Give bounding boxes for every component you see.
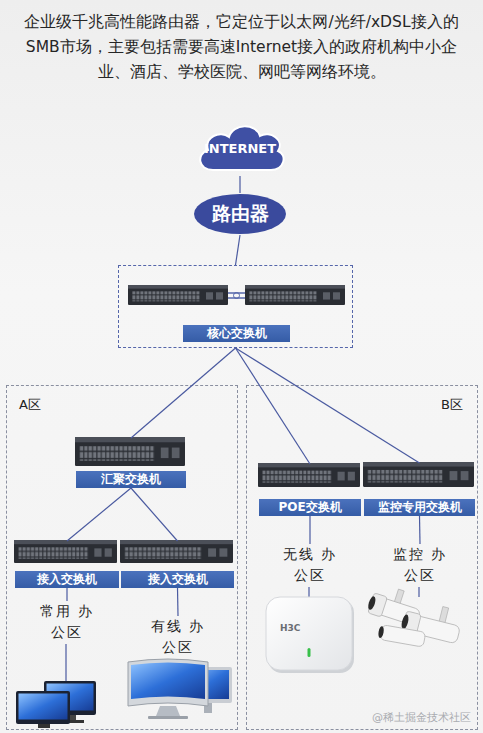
office-area: 无线 办公区 <box>278 544 342 588</box>
link-line <box>67 488 131 541</box>
link-line <box>236 348 311 464</box>
cloud-text: INTERNET <box>193 141 287 156</box>
office-area: 常用 办公区 <box>35 601 99 645</box>
access-point-icon <box>266 597 354 673</box>
office-text: 常用 办公区 <box>35 601 99 643</box>
office-text: 有线 办公区 <box>146 616 210 658</box>
core-group-box: 核心交换机 <box>118 265 353 348</box>
heading-text: 企业级千兆高性能路由器，它定位于以太网/光纤/xDSL接入的SMB市场，主要包括… <box>16 10 467 85</box>
link-line <box>131 488 178 541</box>
zone-name: B区 <box>441 396 463 414</box>
switch-icon <box>258 463 360 487</box>
device-wires <box>66 587 419 681</box>
link-line <box>239 176 240 193</box>
switch-icon <box>363 462 474 487</box>
office-text: 无线 办公区 <box>278 544 342 586</box>
zone-box: B区 POE交换机监控专用交换机无线 办公区 监控 办公区 <box>246 385 478 730</box>
office-text: 监控 办公区 <box>388 544 452 586</box>
router-text: 路由器 <box>193 201 287 227</box>
switch-node: 接入交换机 <box>121 541 234 588</box>
monitor-icons <box>16 681 96 728</box>
link-line <box>236 348 420 463</box>
switch-icon <box>75 437 185 466</box>
switch-node: 接入交换机 <box>15 541 119 588</box>
cloud-node: INTERNET <box>193 118 287 176</box>
switch-node: 监控专用交换机 <box>364 463 475 516</box>
ellipse-outline <box>194 194 286 234</box>
switch-label-bar: 汇聚交换机 <box>76 471 186 488</box>
camera-icons <box>366 582 464 647</box>
switch-node: POE交换机 <box>259 464 361 516</box>
router-ellipse: 路由器 <box>193 193 287 235</box>
zone-name: A区 <box>19 396 41 414</box>
switch-label-bar: 监控专用交换机 <box>364 499 475 516</box>
switch-label-bar: 接入交换机 <box>121 571 234 588</box>
switch-node: 汇聚交换机 <box>76 438 186 488</box>
core-label-bar: 核心交换机 <box>183 325 290 342</box>
link-line <box>309 516 310 544</box>
watermark: @稀土掘金技术社区 <box>372 710 471 725</box>
office-area: 有线 办公区 <box>146 616 210 660</box>
switch-icon <box>14 540 117 563</box>
switch-label-bar: 接入交换机 <box>15 571 119 588</box>
office-area: 监控 办公区 <box>388 544 452 588</box>
switch-label-bar: POE交换机 <box>259 499 361 516</box>
core-switches <box>128 285 345 305</box>
switch-icon <box>120 540 233 563</box>
link-line <box>419 516 421 544</box>
link-line <box>66 588 67 601</box>
zone-box: A区汇聚交换机接入交换机接入交换机常用 办公区 有线 办公区 <box>6 385 238 730</box>
brand-mark: H3C <box>280 623 300 633</box>
desktop-icons <box>128 659 232 719</box>
link-line <box>131 348 236 438</box>
link-line <box>236 235 241 265</box>
link-line <box>177 588 179 616</box>
